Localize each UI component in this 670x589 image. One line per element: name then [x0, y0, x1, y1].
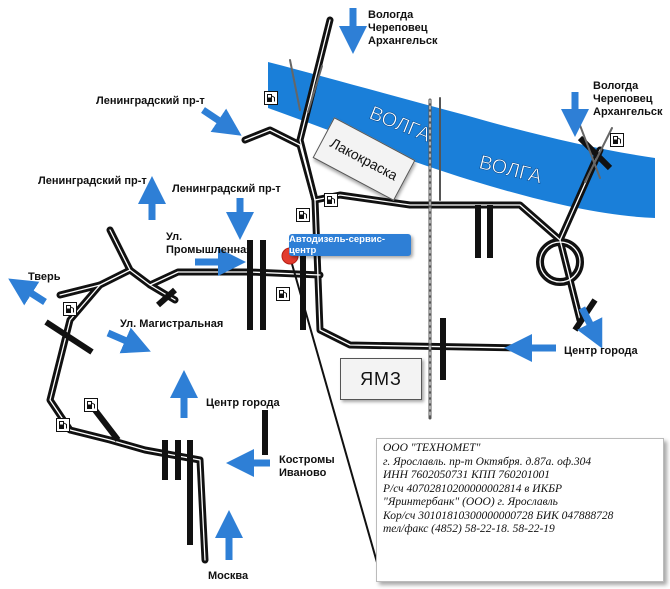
company-corr-account: Кор/сч 30101810300000000728 БИК 04788872… — [383, 509, 614, 522]
fuel-station-icon — [324, 193, 338, 207]
label-leningradsky-1: Ленинградский пр-т — [96, 95, 205, 107]
company-phone: тел/факс (4852) 58-22-18. 58-22-19 — [383, 523, 555, 535]
volga-river — [268, 62, 655, 218]
fuel-station-icon — [264, 91, 278, 105]
fuel-station-icon — [56, 418, 70, 432]
direction-arrows — [8, 8, 603, 560]
label-tver: Тверь — [28, 271, 61, 283]
fuel-station-icon — [610, 133, 624, 147]
fuel-station-icon — [276, 287, 290, 301]
label-center-left: Центр города — [206, 397, 280, 409]
company-bank: "Яринтербанк" (ООО) г. Ярославль — [383, 496, 558, 508]
label-leningradsky-2: Ленинградский пр-т — [38, 175, 147, 187]
label-vologda-top: Вологда Череповец Архангельск — [368, 9, 438, 47]
company-inn: ИНН 7602050731 КПП 760201001 — [383, 469, 551, 481]
label-kostroma: Костромы Иваново — [279, 454, 335, 479]
label-vologda-right: Вологда Череповец Архангельск — [593, 80, 663, 118]
fuel-station-icon — [84, 398, 98, 412]
company-info-box: ООО "ТЕХНОМЕТ" г. Ярославль. пр-т Октябр… — [376, 438, 664, 582]
company-account: Р/сч 40702810200000002814 в ИКБР — [383, 482, 563, 495]
company-address: г. Ярославль. пр-т Октября. д.87а. оф.30… — [383, 455, 592, 468]
label-magistralnaya: Ул. Магистральная — [120, 318, 224, 330]
target-company-label: Автодизель-сервис-центр — [289, 234, 411, 256]
fuel-station-icon — [63, 302, 77, 316]
label-center-right: Центр города — [564, 345, 638, 357]
info-pointer-line — [289, 256, 383, 581]
label-promyshlennaya: Ул. Промышленная — [166, 231, 253, 256]
label-moscow: Москва — [208, 570, 249, 582]
ymz-label: ЯМЗ — [340, 358, 422, 400]
fuel-station-icon — [296, 208, 310, 222]
company-name: ООО "ТЕХНОМЕТ" — [383, 442, 481, 454]
label-leningradsky-3: Ленинградский пр-т — [172, 183, 281, 195]
